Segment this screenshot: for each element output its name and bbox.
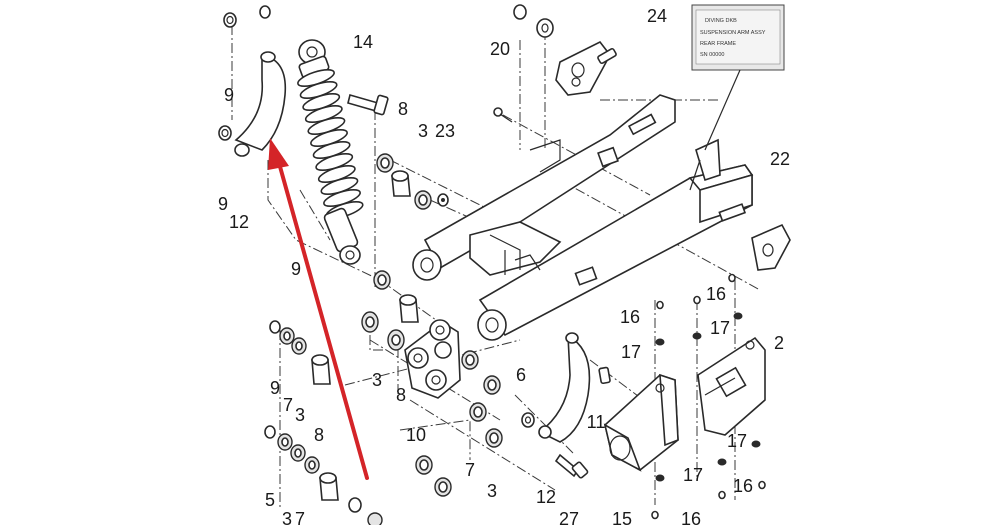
callout-c7c: 7 [295,509,305,525]
left-stack-upper [269,320,331,385]
callout-c8b: 8 [396,385,406,405]
callout-c17b: 17 [621,342,641,362]
callout-c27: 27 [559,509,579,525]
callout-c14: 14 [353,32,373,52]
callout-c8c: 8 [314,425,324,445]
seal-mid-a [361,311,379,333]
bolt-6 [521,412,535,428]
chain-guard [697,336,766,436]
washer-23 [437,193,449,207]
callout-c16c: 16 [733,476,753,496]
callout-c7b: 7 [465,460,475,480]
seal-bottom-b [434,477,452,497]
callout-c7a: 7 [283,395,293,415]
seal-right-b [483,375,501,395]
red-annotation-arrow [268,138,369,480]
callout-c17c: 17 [727,431,747,451]
callout-c23: 23 [435,121,455,141]
bushing-8a [391,170,411,197]
seal-3b [414,190,432,210]
seal-3a [376,153,394,173]
bolt-20 [493,107,513,123]
callout-c17a: 17 [710,318,730,338]
shock-absorber [297,39,364,265]
seal-mid-b [387,329,405,351]
bolt-top [259,5,271,19]
nut-9a [223,12,237,28]
chain-adjuster [513,4,617,96]
nut-9b [218,125,232,141]
callout-c3d: 3 [487,481,497,501]
seal-right-d [485,428,503,448]
bolt-27 [554,453,589,479]
callout-c16d: 16 [681,509,701,525]
seal-9c [373,270,391,290]
callout-c6: 6 [516,365,526,385]
bolt-11 [598,366,611,385]
swingarm-24 [412,94,754,341]
label-plate-line-2: SUSPENSION ARM ASSY [700,30,766,36]
callout-c9d: 9 [270,378,280,398]
bushing-mid [399,294,419,323]
callout-c17d: 17 [683,465,703,485]
seal-right-a [461,350,479,370]
callout-c5: 5 [265,490,275,510]
callout-c3b: 3 [372,370,382,390]
label-plate: DIVING DKB SUSPENSION ARM ASSY REAR FRAM… [691,4,785,151]
callout-c24: 24 [647,6,667,26]
callout-c16a: 16 [706,284,726,304]
callout-c3c: 3 [295,405,305,425]
callout-c20: 20 [490,39,510,59]
callout-c3e: 3 [282,509,292,525]
seal-bottom-a [415,455,433,475]
left-stack-lower [264,425,383,525]
chain-guide-15 [603,373,679,472]
callout-c22: 22 [770,149,790,169]
seal-right-c [469,402,487,422]
callout-c12b: 12 [536,487,556,507]
bracket-12-lower [538,332,591,443]
callout-c15: 15 [612,509,632,525]
callout-c10: 10 [406,425,426,445]
label-plate-line-1: DIVING DKB [705,18,737,24]
callout-c9c: 9 [291,259,301,279]
callout-c3a: 3 [418,121,428,141]
callout-c9a: 9 [224,85,234,105]
callout-c2a: 2 [774,333,784,353]
callout-c12a: 12 [229,212,249,232]
label-plate-line-4: SN 00000 [700,52,724,58]
shock-mount-bracket [234,51,287,157]
callout-c11: 11 [587,412,606,432]
callout-c9b: 9 [218,194,228,214]
bolt-14 [347,94,389,116]
callout-c16b: 16 [620,307,640,327]
linkage-10 [404,319,461,399]
label-plate-line-3: REAR FRAME [700,41,736,47]
fasteners-16-17 [651,273,766,520]
chain-adjuster-right [751,223,791,271]
callout-c8a: 8 [398,99,408,119]
